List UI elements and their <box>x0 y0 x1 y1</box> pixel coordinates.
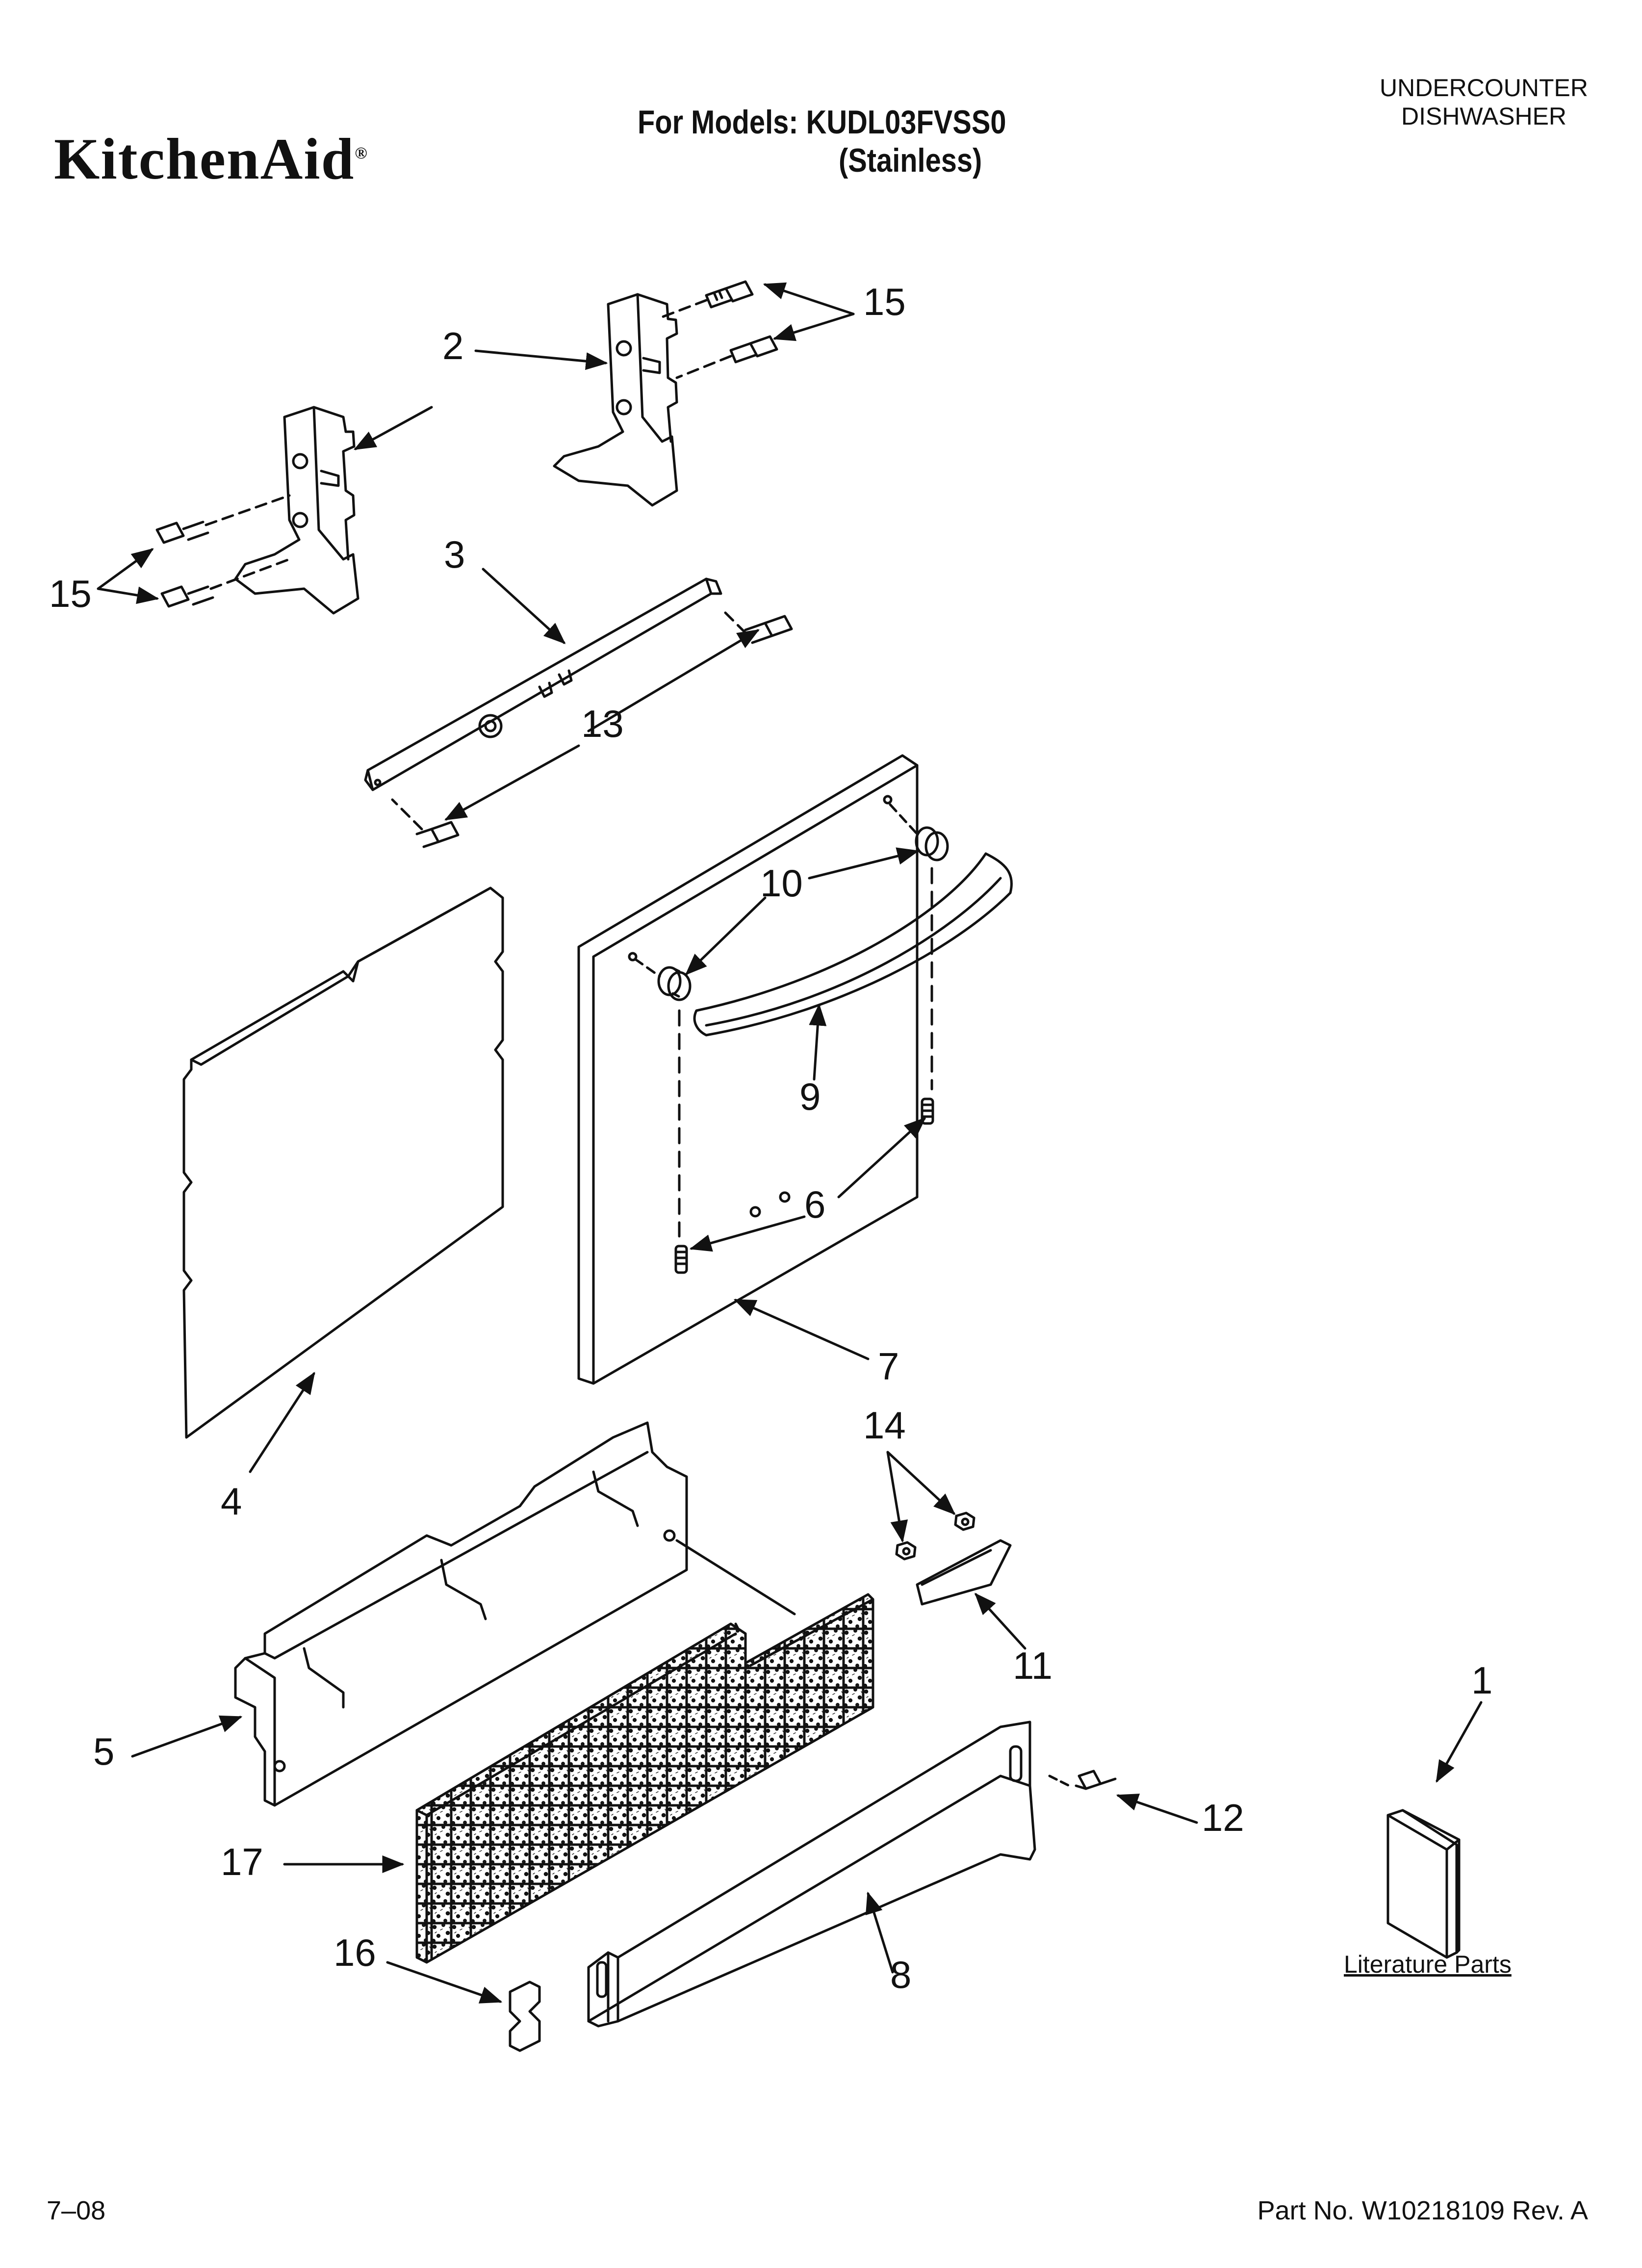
leader-12 <box>1116 1794 1198 1824</box>
callout-4: 4 <box>221 1480 242 1523</box>
screw-12 <box>1075 1770 1117 1790</box>
leader-8 <box>865 1891 894 1974</box>
leader-6b <box>689 1215 806 1252</box>
callout-9: 9 <box>799 1075 821 1118</box>
stud-6-left <box>674 1245 688 1274</box>
nut-14-right <box>954 1512 975 1531</box>
screw-path-2 <box>675 355 732 379</box>
spacer-path-1 <box>634 958 661 978</box>
door-rail <box>364 577 722 791</box>
callout-11: 11 <box>1013 1644 1052 1687</box>
door-handle <box>693 852 1013 1037</box>
callout-8: 8 <box>890 1953 912 1996</box>
brand-registered-mark: ® <box>355 144 368 162</box>
leader-14a <box>886 1451 908 1543</box>
badge-11 <box>916 1539 1012 1606</box>
models-line: For Models: KUDL03FVSS0 <box>638 104 1006 141</box>
screw-path-3 <box>205 494 291 526</box>
leader-lines <box>97 282 1483 2004</box>
bracket-right <box>553 293 678 507</box>
part-number: Part No. W10218109 Rev. A <box>1257 2196 1588 2225</box>
callout-15-upper: 15 <box>863 280 906 323</box>
leader-13a <box>587 629 760 732</box>
stud-6-right <box>921 1097 934 1125</box>
brand-name: KitchenAid <box>54 126 355 191</box>
access-panel <box>182 886 504 1439</box>
leader-6a <box>837 1117 926 1199</box>
callout-6: 6 <box>804 1183 826 1226</box>
screw-path-5 <box>719 607 747 634</box>
callout-3: 3 <box>444 533 465 576</box>
clip-16 <box>509 1981 541 2052</box>
product-type-line1: UNDERCOUNTER <box>1380 74 1588 102</box>
screw-15-upper-2 <box>729 335 778 364</box>
callout-15-left: 15 <box>49 572 92 615</box>
screw-15-left-1 <box>155 521 209 544</box>
screw-path-4 <box>209 558 291 590</box>
leader-10b <box>685 896 767 976</box>
leader-5 <box>131 1715 243 1758</box>
leader-2b <box>474 349 608 370</box>
callout-10: 10 <box>760 861 803 905</box>
leader-1 <box>1436 1701 1483 1783</box>
leader-15c <box>97 548 154 590</box>
callout-13: 13 <box>581 702 624 745</box>
revision-date: 7–08 <box>47 2196 106 2225</box>
leader-7 <box>733 1299 870 1360</box>
callout-16: 16 <box>334 1931 376 1974</box>
screw-path-1 <box>656 299 708 320</box>
finish-label: (Stainless) <box>839 142 982 179</box>
toe-kick-panel <box>587 1721 1036 2028</box>
screw-13-right <box>744 615 793 644</box>
spacer-10-left <box>657 966 692 1001</box>
callout-2: 2 <box>442 324 464 367</box>
callout-12: 12 <box>1202 1796 1244 1839</box>
brand-logo: KitchenAid® <box>54 125 368 193</box>
leader-9 <box>809 1003 827 1081</box>
spacer-path-2 <box>889 803 919 835</box>
screw-path-7 <box>1048 1774 1071 1787</box>
screw-15-upper-1 <box>705 280 754 309</box>
callout-17: 17 <box>221 1840 263 1883</box>
literature-book <box>1386 1809 1461 1959</box>
nut-14-left <box>895 1541 917 1561</box>
product-type-line2: DISHWASHER <box>1401 103 1567 130</box>
leader-15a <box>763 282 855 315</box>
bracket-left <box>234 406 359 615</box>
screw-13-left <box>415 821 460 848</box>
screw-15-left-2 <box>160 585 214 608</box>
leader-13b <box>444 744 580 821</box>
insulation-strip <box>415 1593 874 1964</box>
leader-2a <box>354 406 433 450</box>
screw-path-6 <box>391 798 423 831</box>
leader-4 <box>249 1372 315 1473</box>
callout-5: 5 <box>93 1730 115 1773</box>
callout-14: 14 <box>863 1404 906 1447</box>
leader-3 <box>482 568 566 645</box>
toekick-bracket <box>234 1421 796 1807</box>
leader-15b <box>772 313 855 341</box>
spacer-10-right <box>915 826 949 861</box>
leader-10a <box>808 847 920 880</box>
literature-parts-label: Literature Parts <box>1344 1951 1512 1978</box>
leader-16 <box>386 1961 503 2004</box>
callout-1: 1 <box>1471 1659 1493 1702</box>
leader-11 <box>974 1592 1026 1650</box>
leader-14b <box>886 1451 956 1515</box>
callout-7: 7 <box>878 1345 899 1388</box>
leader-15d <box>97 586 159 604</box>
product-type: UNDERCOUNTER DISHWASHER <box>1380 74 1588 130</box>
door-panel <box>577 754 919 1385</box>
